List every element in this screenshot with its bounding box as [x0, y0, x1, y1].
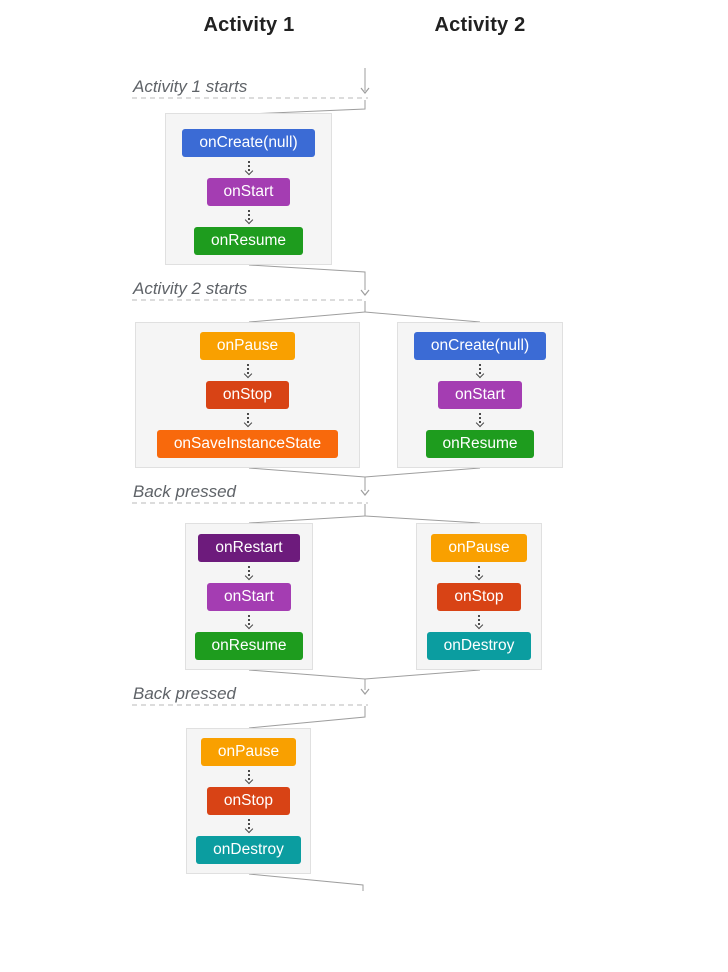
event-label-back-pressed-1: Back pressed [133, 482, 236, 501]
dashed-down-arrow-icon [246, 360, 249, 381]
box-ondestroy: onDestroy [196, 836, 301, 864]
arrowhead-icon [360, 688, 370, 695]
dashed-down-arrow-icon [247, 157, 250, 178]
event-label-back-pressed-2: Back pressed [133, 684, 236, 703]
dashed-down-arrow-icon [248, 562, 250, 583]
column-header-activity-1: Activity 1 [203, 14, 295, 36]
line-exit-bottom [248, 873, 364, 891]
line-into-panel6 [248, 706, 366, 729]
dashed-down-arrow-icon [478, 562, 480, 583]
line-merge-right-1 [364, 467, 481, 478]
dashed-down-arrow-icon [247, 766, 250, 787]
box-onsaveinstancestate: onSaveInstanceState [156, 430, 339, 458]
box-onstop: onStop [205, 381, 290, 409]
panel-activity2-create: onCreate(null) onStart onResume [397, 322, 563, 468]
dashed-down-arrow-icon [479, 360, 481, 381]
line-merge-left-2 [248, 669, 366, 680]
dashed-down-arrow-icon [248, 611, 250, 632]
box-oncreate: onCreate(null) [413, 332, 547, 360]
dashed-down-arrow-icon [247, 815, 250, 836]
box-ondestroy: onDestroy [426, 632, 532, 660]
box-onresume: onResume [425, 430, 535, 458]
panel-activity1-create: onCreate(null) onStart onResume [165, 113, 332, 265]
panel-activity1-restart: onRestart onStart onResume [185, 523, 313, 670]
box-onpause: onPause [431, 534, 527, 562]
line-into-panel1 [248, 100, 366, 115]
panel-activity1-pause-stop-save: onPause onStop onSaveInstanceState [135, 322, 360, 468]
box-onresume: onResume [194, 632, 304, 660]
box-onpause: onPause [199, 332, 296, 360]
arrowhead-icon [360, 489, 370, 496]
line-out-panel1 [248, 264, 366, 290]
dashed-down-arrow-icon [478, 611, 480, 632]
line-merge-right-2 [364, 669, 481, 680]
box-oncreate: onCreate(null) [182, 129, 315, 157]
column-header-activity-2: Activity 2 [434, 14, 526, 36]
line-split-right-1 [364, 311, 481, 323]
box-onrestart: onRestart [198, 534, 300, 562]
line-split-left-1 [248, 311, 366, 323]
box-onstart: onStart [438, 381, 522, 409]
dashed-down-arrow-icon [246, 409, 249, 430]
box-onstop: onStop [206, 787, 291, 815]
line-split-left-2 [248, 515, 366, 524]
arrowhead-icon [360, 87, 370, 94]
box-onstart: onStart [206, 178, 291, 206]
box-onpause: onPause [200, 738, 297, 766]
box-onresume: onResume [194, 227, 303, 255]
arrowhead-icon [360, 289, 370, 296]
box-onstop: onStop [437, 583, 521, 611]
dashed-down-arrow-icon [247, 206, 250, 227]
line-merge-left-1 [248, 467, 366, 478]
panel-activity2-destroy: onPause onStop onDestroy [416, 523, 542, 670]
panel-activity1-destroy: onPause onStop onDestroy [186, 728, 311, 874]
event-label-activity-1-starts: Activity 1 starts [133, 77, 248, 96]
box-onstart: onStart [207, 583, 291, 611]
line-split-right-2 [364, 515, 481, 524]
dashed-down-arrow-icon [479, 409, 481, 430]
event-label-activity-2-starts: Activity 2 starts [133, 279, 248, 298]
